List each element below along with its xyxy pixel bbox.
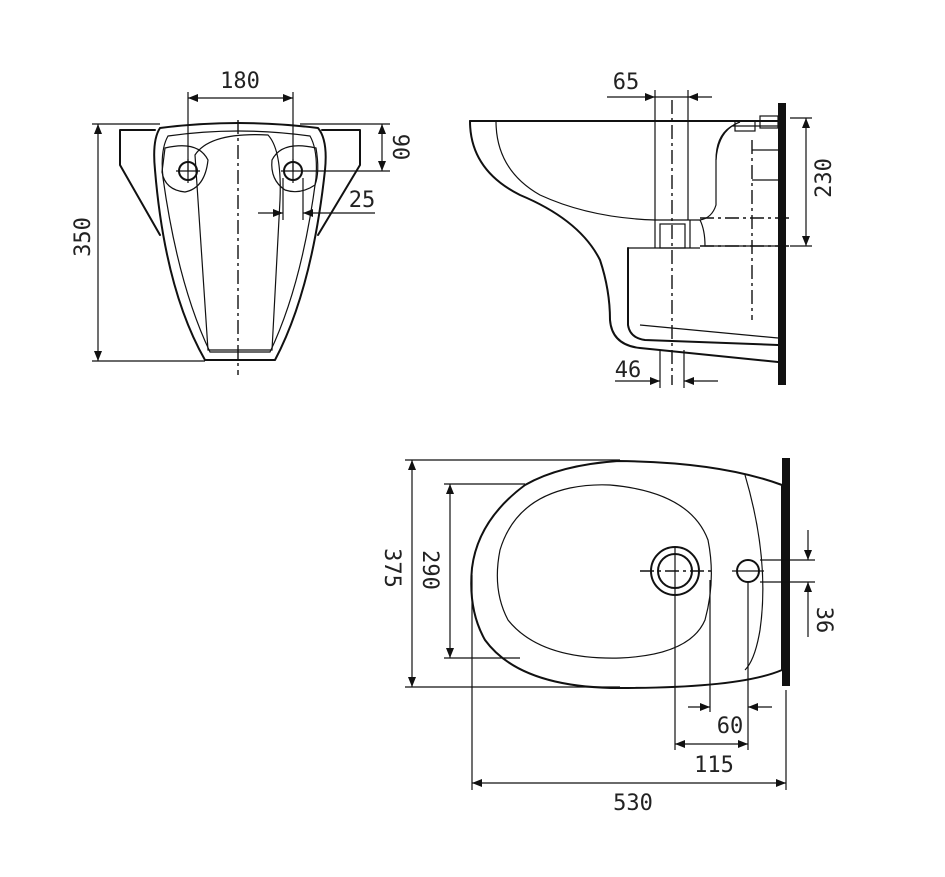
dim-label-180: 180 bbox=[220, 69, 260, 94]
wall-side bbox=[778, 103, 786, 385]
wall-top bbox=[782, 458, 790, 686]
dim-label-350: 350 bbox=[71, 217, 96, 257]
dim-label-65: 65 bbox=[613, 70, 640, 95]
dim-label-530: 530 bbox=[613, 791, 653, 816]
dim-label-115: 115 bbox=[694, 753, 734, 778]
dim-label-290: 290 bbox=[417, 550, 442, 590]
top-view: 375 290 36 60 115 530 bbox=[379, 458, 836, 816]
side-view: 65 230 46 bbox=[469, 70, 837, 388]
dim-label-36: 36 bbox=[811, 607, 836, 634]
dim-label-90: 90 bbox=[387, 134, 412, 161]
dim-label-60: 60 bbox=[717, 714, 744, 739]
dim-label-46: 46 bbox=[615, 358, 642, 383]
front-view: 180 90 25 350 bbox=[71, 69, 412, 375]
dim-label-230: 230 bbox=[812, 158, 837, 198]
dim-label-25: 25 bbox=[349, 188, 376, 213]
dim-label-375: 375 bbox=[379, 548, 404, 588]
